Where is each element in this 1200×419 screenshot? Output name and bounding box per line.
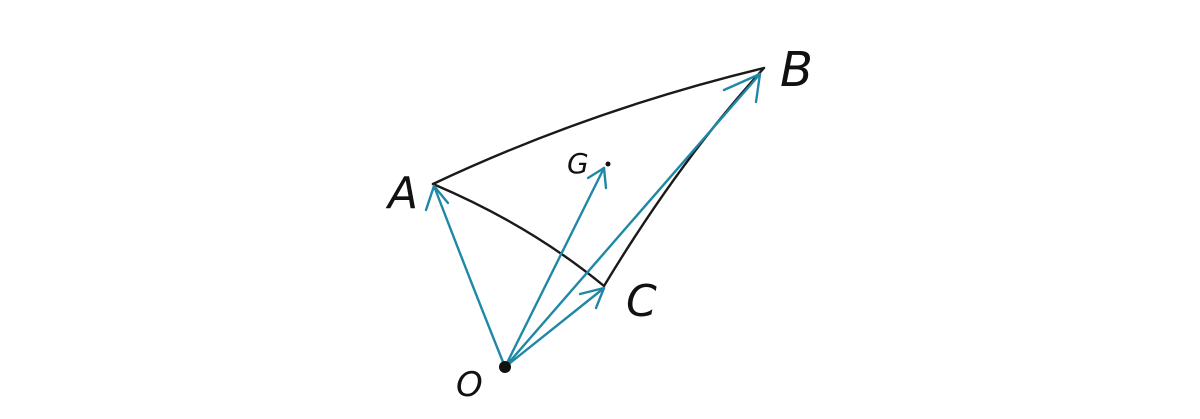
label-g: G [567, 147, 589, 180]
label-c: C [626, 276, 657, 327]
edge-b-c [602, 66, 766, 288]
label-a: A [385, 168, 418, 219]
label-o: O [456, 365, 483, 405]
vector-o-a [424, 184, 507, 369]
point-o [499, 361, 511, 373]
point-g [605, 161, 611, 167]
edge-a-b [431, 66, 766, 186]
vector-o-g [503, 166, 608, 369]
vector-o-c [503, 286, 606, 369]
edge-a-c [431, 182, 606, 288]
vector-o-b [503, 72, 762, 369]
label-b: B [780, 42, 813, 98]
